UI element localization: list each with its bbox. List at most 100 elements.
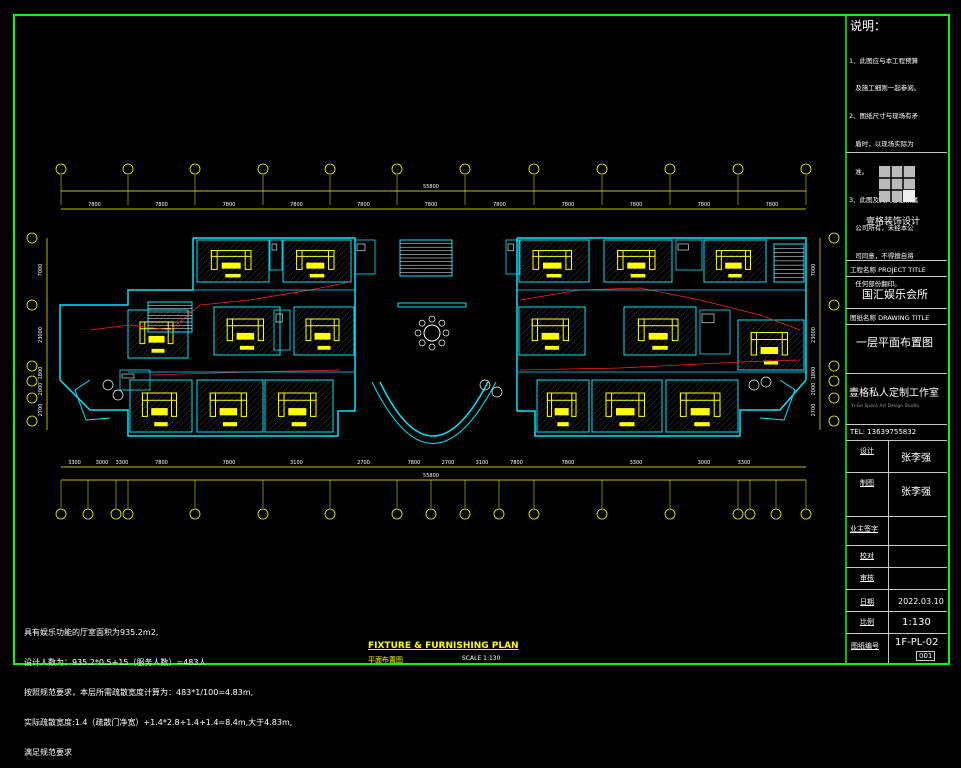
drawing-name: 一层平面布置图 (856, 336, 933, 349)
floor-hatch (127, 309, 141, 323)
floor-hatch (266, 379, 320, 433)
floor-hatch (518, 239, 544, 265)
axis-bubble (664, 163, 676, 175)
floor-hatch (278, 379, 332, 433)
floor-hatch (348, 279, 352, 283)
top-dimension: 7800 (766, 202, 779, 208)
floor-hatch (737, 319, 763, 345)
lobby-chair (418, 339, 426, 347)
floor-hatch (591, 379, 605, 393)
fixture (275, 313, 283, 323)
floor-hatch (665, 324, 697, 356)
floor-hatch (554, 324, 586, 356)
coffee-table (725, 262, 742, 269)
tv-unit (239, 345, 255, 350)
floor-hatch (639, 249, 673, 283)
lounge-chair (760, 376, 772, 388)
ktv-room (603, 239, 673, 283)
sofa-arm (637, 318, 645, 342)
floor-hatch (647, 417, 663, 433)
floor-hatch (651, 261, 673, 283)
coffee-table (288, 408, 307, 416)
floor-hatch (173, 413, 193, 433)
coffee-table (148, 335, 165, 343)
floor-hatch (536, 379, 562, 405)
floor-hatch (179, 419, 193, 433)
floor-hatch (536, 379, 586, 429)
floor-hatch (308, 407, 334, 433)
floor-hatch (771, 337, 805, 371)
floor-hatch (129, 379, 149, 399)
sofa-arm (571, 392, 577, 417)
title-note-line: 2、图纸尺寸与现场有矛 (849, 112, 919, 121)
sofa-arm (278, 392, 285, 417)
title-note-line: 司同意，不得擅自将 (849, 251, 914, 260)
left-dimension: 1800 (38, 367, 44, 380)
floor-hatch (518, 306, 538, 326)
bottom-overall-dimension: 55800 (423, 473, 439, 479)
sofa-arm (333, 318, 340, 342)
right-dimension: 1800 (811, 367, 817, 380)
axis-bubble (257, 508, 269, 520)
floor-hatch (536, 379, 544, 387)
right-dimension: 2000 (811, 383, 817, 396)
floor-hatch (609, 239, 653, 283)
vline (888, 568, 889, 590)
coffee-table (554, 408, 569, 416)
floor-hatch (518, 239, 562, 283)
floor-hatch (572, 265, 590, 283)
floor-hatch (562, 405, 590, 433)
floor-hatch (763, 279, 767, 283)
review-cell: 审核 (846, 567, 947, 590)
axis-bubble (528, 508, 540, 520)
floor-hatch (629, 306, 679, 356)
floor-hatch (196, 239, 234, 277)
floor-hatch (739, 255, 767, 283)
floor-hatch (234, 403, 264, 433)
coffee-table (306, 262, 325, 269)
floor-hatch (737, 319, 769, 351)
vline (888, 546, 889, 568)
floor-hatch (294, 239, 338, 283)
overall-dimension: 55800 (423, 184, 439, 190)
vline (888, 590, 889, 612)
ktv-room (129, 379, 193, 433)
check-cell: 校对 (846, 545, 947, 568)
floor-hatch (282, 239, 290, 247)
floor-hatch (715, 239, 759, 283)
sofa-arm (139, 321, 146, 345)
floor-hatch (623, 306, 631, 314)
floor-hatch (264, 379, 302, 417)
sofa-arm (750, 332, 757, 356)
axis-bubble (744, 508, 756, 520)
title-note-line: 任何部份翻印。 (849, 279, 901, 288)
floor-hatch (641, 411, 663, 433)
floor-hatch (264, 379, 308, 423)
floor-hatch (196, 239, 216, 259)
bottom-dimension: 7800 (223, 460, 236, 466)
bottom-dimension: 3300 (738, 460, 751, 466)
floor-hatch (683, 342, 697, 356)
floor-hatch (737, 319, 745, 327)
floor-hatch (572, 342, 586, 356)
check-label: 校对 (860, 552, 874, 560)
sofa-arm (171, 392, 177, 417)
lounge-chair (112, 389, 124, 401)
floor-hatch (127, 309, 135, 317)
coffee-table (314, 332, 331, 340)
plan-layer (59, 237, 807, 444)
lobby-chair (428, 315, 436, 323)
company-logo-name: 壹格装饰设计 (866, 217, 921, 227)
floor-hatch (518, 306, 544, 332)
floor-hatch (181, 351, 189, 359)
coffee-table (627, 262, 646, 269)
tv-unit (619, 422, 635, 427)
floor-hatch (196, 379, 222, 405)
floor-hatch (703, 239, 717, 253)
floor-hatch (530, 239, 574, 283)
vline (888, 612, 889, 634)
floor-hatch (689, 348, 697, 356)
drawing-no-cell: 图纸编号 1F-PL-02 001 (846, 633, 947, 664)
floor-hatch (293, 306, 337, 350)
